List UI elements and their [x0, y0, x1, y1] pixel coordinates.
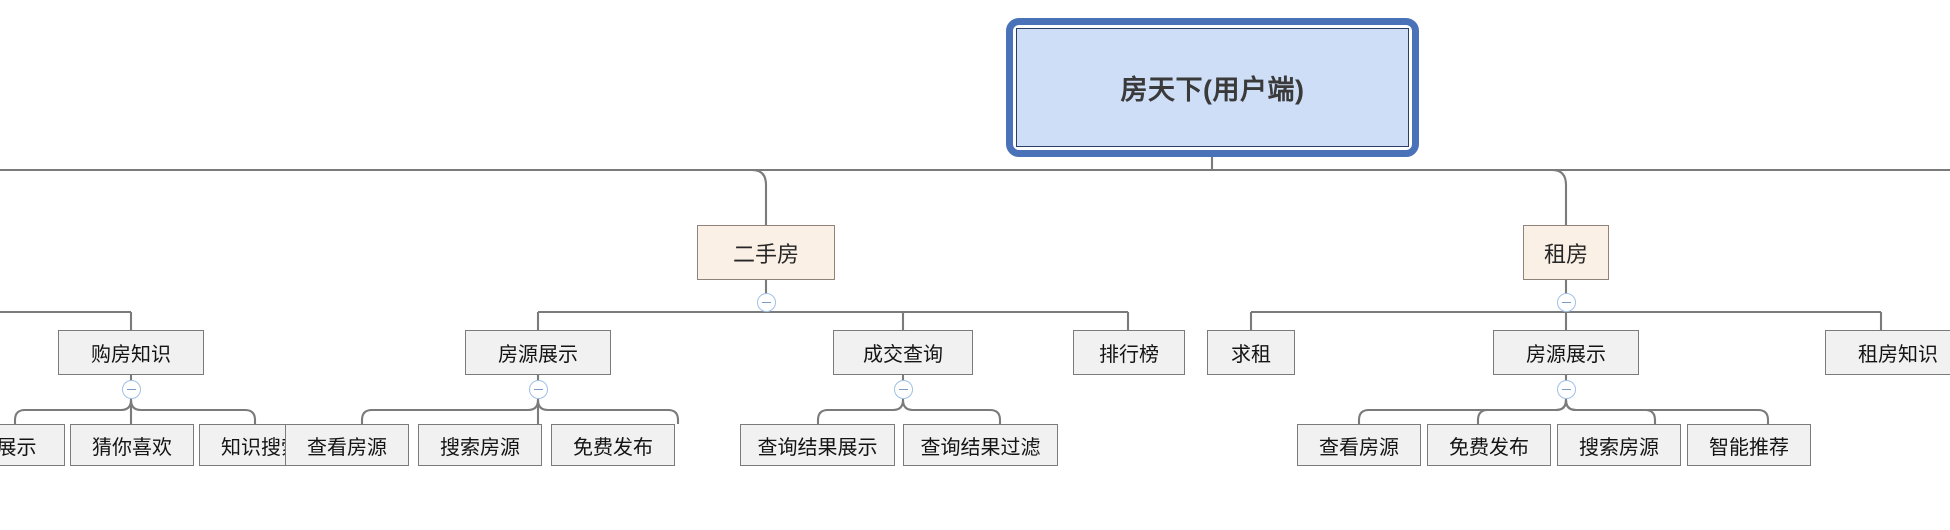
node-label: 购房知识	[91, 344, 171, 366]
node-zufang-fangyuan-zhanshi[interactable]: 房源展示	[1493, 330, 1639, 375]
leaf-label: 知识搜索	[221, 436, 301, 459]
leaf-ershoufang-chakan-fangyuan[interactable]: 查看房源	[285, 424, 409, 466]
leaf-label: 猜你喜欢	[92, 436, 172, 459]
leaf-label: 展示	[0, 436, 37, 459]
leaf-label: 搜索房源	[1579, 436, 1659, 459]
collapse-toggle-zufang[interactable]	[1557, 293, 1576, 312]
node-label: 成交查询	[863, 344, 943, 366]
leaf-zufang-zhineng-tuijian[interactable]: 智能推荐	[1687, 424, 1811, 466]
node-label: 房源展示	[498, 344, 578, 366]
leaf-label: 免费发布	[1449, 436, 1529, 459]
leaf-zufang-chakan-fangyuan[interactable]: 查看房源	[1297, 424, 1421, 466]
leaf-ershoufang-mianfei-fabu[interactable]: 免费发布	[551, 424, 675, 466]
collapse-toggle-ershoufang-fangyuan-zhanshi[interactable]	[529, 380, 548, 399]
node-chengjiao-chaxun[interactable]: 成交查询	[833, 330, 973, 375]
leaf-label: 查看房源	[307, 436, 387, 459]
node-goufang-zhishi[interactable]: 购房知识	[58, 330, 204, 375]
node-label: 租房知识	[1858, 344, 1938, 366]
leaf-zufang-mianfei-fabu[interactable]: 免费发布	[1427, 424, 1551, 466]
minus-icon	[899, 388, 908, 391]
minus-icon	[762, 301, 771, 304]
branch-node-ershoufang[interactable]: 二手房	[697, 225, 835, 280]
node-paihangbang[interactable]: 排行榜	[1073, 330, 1185, 375]
branch-label: 租房	[1543, 241, 1588, 267]
node-label: 排行榜	[1099, 344, 1159, 366]
leaf-label: 查询结果过滤	[920, 436, 1041, 459]
node-label: 求租	[1231, 344, 1271, 366]
leaf-cainixihuan[interactable]: 猜你喜欢	[70, 424, 194, 466]
branch-node-zufang[interactable]: 租房	[1523, 225, 1609, 280]
leaf-label: 免费发布	[573, 436, 653, 459]
root-node-label: 房天下(用户端)	[1120, 75, 1305, 105]
root-node[interactable]: 房天下(用户端)	[1016, 28, 1409, 147]
node-ershoufang-fangyuan-zhanshi[interactable]: 房源展示	[465, 330, 611, 375]
minus-icon	[1562, 301, 1571, 304]
leaf-chaxun-jieguo-zhanshi[interactable]: 查询结果展示	[740, 424, 895, 466]
leaf-label: 搜索房源	[440, 436, 520, 459]
node-zufang-zhishi[interactable]: 租房知识	[1825, 330, 1950, 375]
branch-label: 二手房	[732, 241, 799, 267]
collapse-toggle-zufang-fangyuan-zhanshi[interactable]	[1557, 380, 1576, 399]
minus-icon	[127, 388, 136, 391]
leaf-label: 智能推荐	[1709, 436, 1789, 459]
leaf-zufang-sousuo-fangyuan[interactable]: 搜索房源	[1557, 424, 1681, 466]
collapse-toggle-ershoufang[interactable]	[757, 293, 776, 312]
leaf-zhanshi[interactable]: 展示	[0, 424, 65, 466]
leaf-ershoufang-sousuo-fangyuan[interactable]: 搜索房源	[418, 424, 542, 466]
root-selection-frame	[1006, 18, 1419, 157]
leaf-chaxun-jieguo-guolv[interactable]: 查询结果过滤	[903, 424, 1058, 466]
minus-icon	[534, 388, 543, 391]
collapse-toggle-chengjiao-chaxun[interactable]	[894, 380, 913, 399]
leaf-label: 查看房源	[1319, 436, 1399, 459]
leaf-label: 查询结果展示	[757, 436, 878, 459]
node-qiuzu[interactable]: 求租	[1207, 330, 1295, 375]
node-label: 房源展示	[1526, 344, 1606, 366]
minus-icon	[1562, 388, 1571, 391]
collapse-toggle-goufang-zhishi[interactable]	[122, 380, 141, 399]
